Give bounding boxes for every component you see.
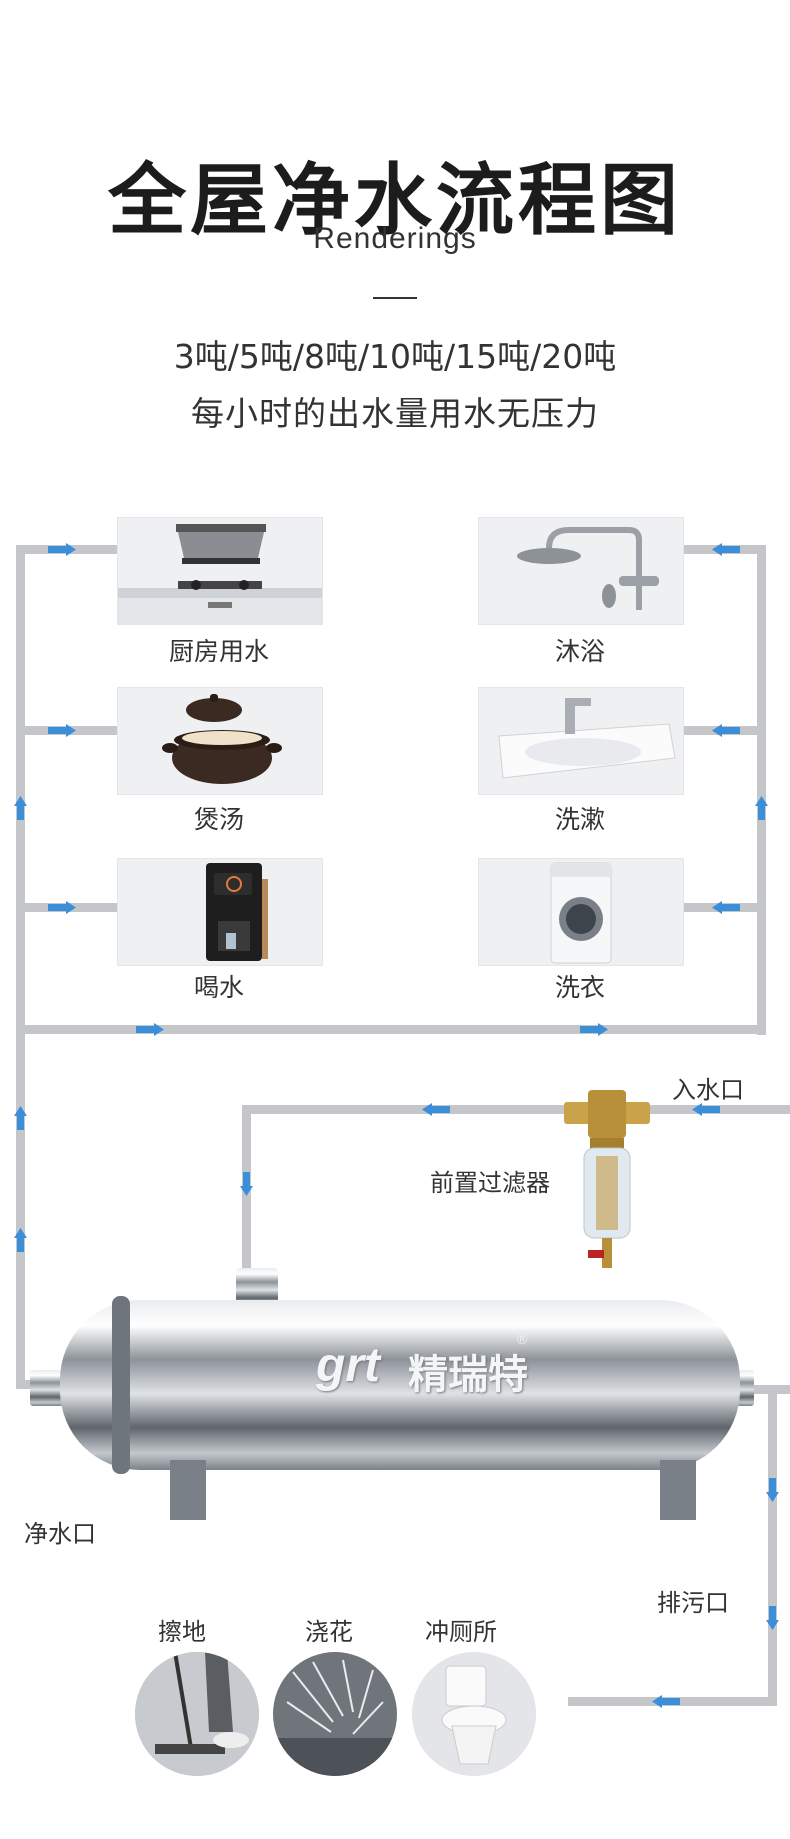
kitchen-label: 厨房用水 — [168, 637, 269, 666]
spray-label: 浇花 — [305, 1618, 353, 1646]
toilet-icon — [412, 1652, 536, 1776]
basin-label: 洗漱 — [554, 805, 605, 834]
drain-label: 排污口 — [657, 1589, 729, 1617]
tagline-text: 每小时的出水量用水无压力 — [191, 394, 599, 433]
basin-card — [478, 687, 684, 795]
clay-pot-icon — [162, 694, 282, 784]
soup-label: 煲汤 — [193, 805, 244, 834]
mop-label: 擦地 — [158, 1618, 206, 1646]
purifier-tank — [30, 1268, 754, 1520]
water-spray-icon — [273, 1652, 397, 1776]
wash-basin-icon — [498, 698, 676, 779]
toilet-label: 冲厕所 — [425, 1618, 497, 1646]
prefilter-icon — [564, 1090, 650, 1268]
laundry-label: 洗衣 — [554, 973, 605, 1002]
toilet-image — [412, 1652, 536, 1776]
divider — [373, 297, 417, 299]
brand-logo: grt — [316, 1339, 380, 1392]
water-dispenser-icon — [206, 863, 268, 961]
drink-card — [117, 858, 323, 966]
prefilter-label: 前置过滤器 — [430, 1169, 550, 1197]
brand-cn: 精瑞特 — [408, 1352, 528, 1398]
drink-label: 喝水 — [193, 973, 244, 1002]
kitchen-hood-stove-icon — [118, 524, 322, 624]
page-title: 全屋净水流程图 — [107, 156, 682, 246]
laundry-card — [478, 858, 684, 966]
registered-mark: ® — [515, 1332, 529, 1348]
washing-machine-icon — [550, 862, 612, 964]
shower-head-icon — [517, 527, 659, 610]
shower-card — [478, 517, 684, 625]
page-subtitle: Renderings — [313, 222, 477, 255]
soup-card — [117, 687, 323, 795]
outlet-label: 净水口 — [24, 1520, 96, 1548]
capacity-text: 3吨/5吨/8吨/10吨/15吨/20吨 — [173, 337, 617, 376]
mop-image — [135, 1652, 259, 1776]
spray-image — [273, 1652, 397, 1776]
inlet-label: 入水口 — [672, 1076, 744, 1104]
kitchen-card — [117, 517, 323, 625]
shower-label: 沐浴 — [554, 637, 605, 666]
mop-icon — [135, 1652, 259, 1776]
